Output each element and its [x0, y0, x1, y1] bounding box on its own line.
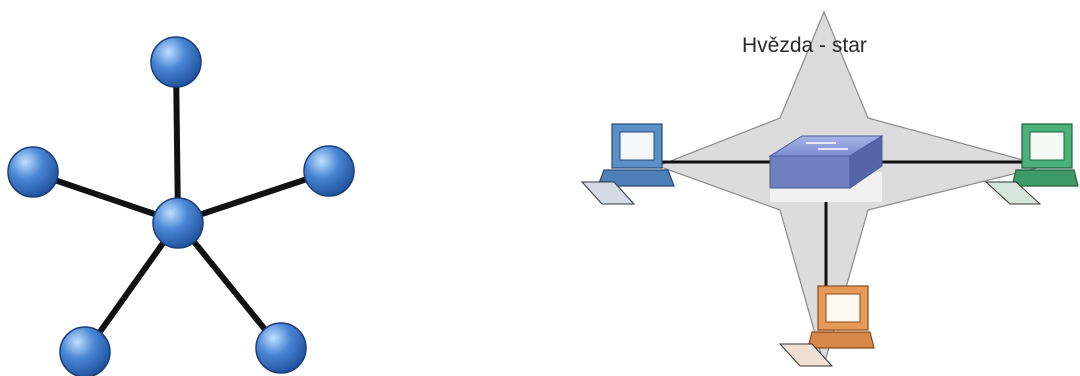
switch	[770, 136, 882, 202]
base	[1012, 170, 1078, 186]
screen	[826, 294, 860, 322]
physical-star-diagram	[582, 12, 1078, 366]
center-node	[153, 198, 203, 248]
switch-front	[770, 156, 850, 188]
node-bottom-left	[60, 327, 110, 376]
node-left	[8, 147, 58, 197]
node-bottom-right	[256, 323, 306, 373]
nodes	[8, 37, 354, 376]
node-right	[304, 146, 354, 196]
abstract-star-diagram	[8, 37, 354, 376]
screen	[1030, 132, 1064, 160]
base	[808, 332, 874, 348]
diagram-caption: Hvězda - star	[742, 34, 867, 58]
screen	[620, 132, 654, 160]
node-top	[151, 37, 201, 87]
computer-left	[582, 124, 674, 204]
